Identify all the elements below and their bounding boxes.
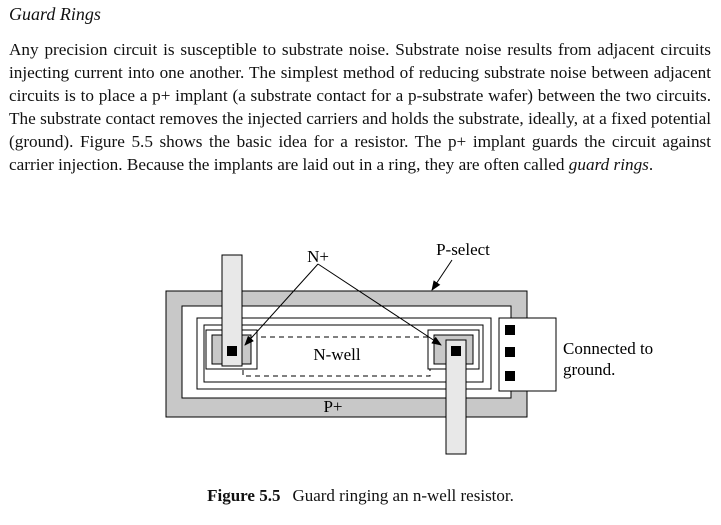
n-plus-arrow-right bbox=[317, 263, 442, 346]
figure-caption-text: Guard ringing an n-well resistor. bbox=[292, 486, 514, 505]
right-contact bbox=[451, 346, 461, 356]
p-select-arrow bbox=[431, 259, 453, 291]
left-contact bbox=[227, 346, 237, 356]
guard-ring-diagram: N+ P-select N-well P+ Connected to groun… bbox=[165, 240, 653, 455]
n-well-label: N-well bbox=[313, 345, 360, 364]
left-metal-strip bbox=[221, 254, 243, 367]
ground-contact-3 bbox=[505, 371, 515, 381]
p-select-label: P-select bbox=[436, 240, 490, 259]
paragraph-end: . bbox=[648, 155, 654, 175]
right-metal-strip bbox=[445, 339, 467, 455]
p-plus-label: P+ bbox=[323, 397, 342, 416]
paragraph-text: Any precision circuit is susceptible to … bbox=[9, 40, 711, 175]
n-plus-label: N+ bbox=[307, 247, 329, 266]
guard-rings-emphasis: guard rings bbox=[568, 155, 649, 175]
body-paragraph: Any precision circuit is susceptible to … bbox=[9, 38, 711, 177]
figure-number: Figure 5.5 bbox=[207, 486, 281, 505]
ground-label-line2: ground. bbox=[563, 360, 615, 379]
figure-caption: Figure 5.5 Guard ringing an n-well resist… bbox=[0, 486, 721, 506]
ground-contact-2 bbox=[505, 347, 515, 357]
section-heading: Guard Rings bbox=[9, 4, 101, 24]
ground-label-line1: Connected to bbox=[563, 339, 653, 358]
n-plus-arrow-left bbox=[244, 263, 319, 346]
ground-contact-1 bbox=[505, 325, 515, 335]
figure-5-5: N+ P-select N-well P+ Connected to groun… bbox=[0, 230, 721, 460]
